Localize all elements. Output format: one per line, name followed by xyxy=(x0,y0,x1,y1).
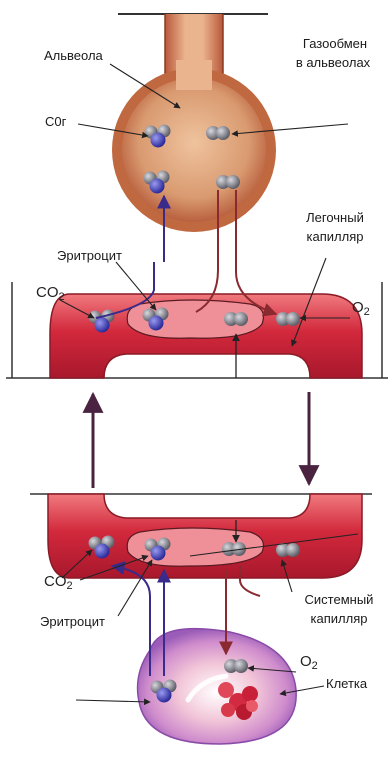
label-o2-low: O2 xyxy=(300,654,318,674)
label-systemic-capillary-1: Системный xyxy=(292,592,386,607)
label-o2-mid: O2 xyxy=(352,300,370,320)
label-co2-low: CO2 xyxy=(44,574,73,594)
label-pulmonary-capillary-1: Легочный xyxy=(288,210,382,225)
label-pulmonary-capillary-2: капилляр xyxy=(288,229,382,244)
label-erythrocyte-bottom: Эритроцит xyxy=(40,614,105,629)
label-cell: Клетка xyxy=(326,676,367,691)
label-systemic-capillary-2: капилляр xyxy=(292,611,386,626)
label-gas-exchange-1: Газообмен xyxy=(288,36,382,51)
label-co2-top: C0г xyxy=(45,114,66,129)
label-gas-exchange-2: в альвеолах xyxy=(280,55,386,70)
label-erythrocyte-top: Эритроцит xyxy=(57,248,122,263)
alveolus xyxy=(122,78,266,222)
label-alveolus: Альвеола xyxy=(44,48,103,63)
label-co2-mid: CO2 xyxy=(36,285,65,305)
